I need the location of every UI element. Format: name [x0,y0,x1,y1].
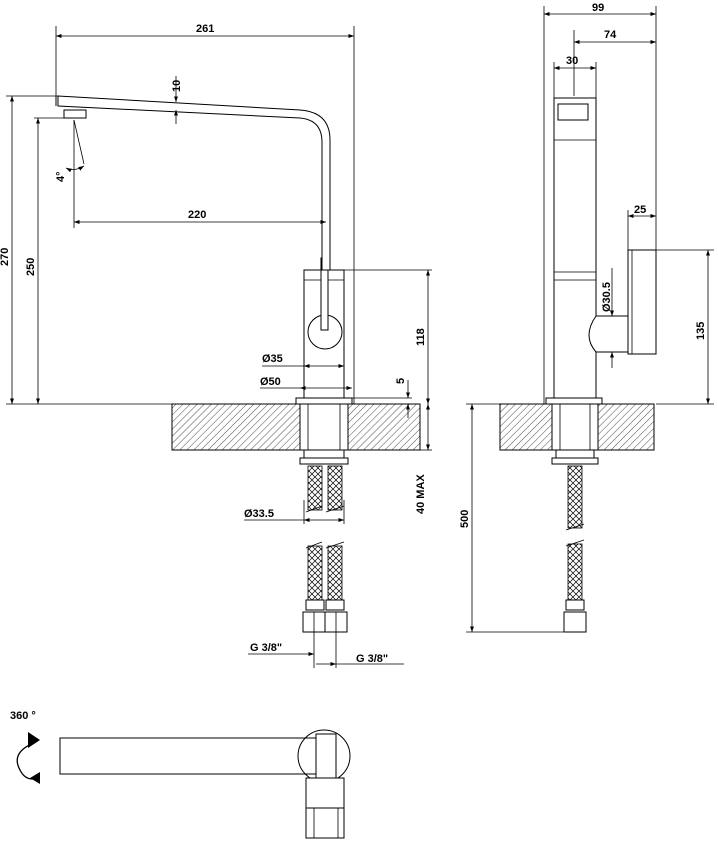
rotation-label: 360 ° [10,710,36,722]
side-body [553,97,597,399]
dim-135: 135 [695,322,707,340]
side-base-rose [545,397,603,405]
hose-left-lower [307,545,323,601]
dim-99: 99 [592,2,604,14]
hose-left-upper [307,465,323,511]
side-hose-upper [567,465,583,529]
countertop-left [171,403,301,451]
side-lever-handle [627,249,657,355]
dim-g-right: G 3/8" [356,653,388,665]
dim-270: 270 [0,248,11,266]
dim-d30-5: Ø30.5 [601,282,613,312]
side-hose-lower [567,543,583,601]
side-view: 99 74 30 25 Ø30.5 135 500 [459,2,714,633]
dim-10: 10 [171,80,183,92]
dim-40-max: 40 MAX [415,474,427,514]
dim-500: 500 [459,510,471,528]
mounting-shank [299,403,349,451]
front-view: 261 10 4° 220 270 250 Ø35 Ø50 118 [0,23,432,668]
side-hose-fitting [563,611,587,633]
dim-118: 118 [415,328,427,346]
dim-g-left: G 3/8" [250,642,282,654]
lock-nut [303,449,345,459]
dim-261: 261 [196,23,214,35]
dim-d35: Ø35 [262,353,283,365]
aerator [63,109,87,119]
top-lever [305,777,345,809]
dim-250: 250 [25,258,37,276]
dim-25: 25 [634,204,646,216]
dim-74: 74 [604,29,617,41]
dim-d50: Ø50 [260,376,281,388]
top-view: 360 ° [10,710,351,839]
rotation-arrow-icon [16,741,39,780]
dim-30: 30 [566,55,578,67]
top-spout [59,737,333,775]
side-countertop-right [597,403,655,451]
side-countertop-left [499,403,553,451]
hose-right-lower [327,545,343,601]
countertop-right [347,403,421,451]
dim-4-degree: 4° [55,171,67,182]
spout [57,95,331,271]
dim-5: 5 [395,378,407,384]
dim-d33-5: Ø33.5 [244,508,274,520]
side-lever-knob [588,315,629,353]
base-rose [295,397,353,405]
side-aerator [557,103,589,121]
dim-220: 220 [188,209,206,221]
hose-right-upper [327,465,343,511]
